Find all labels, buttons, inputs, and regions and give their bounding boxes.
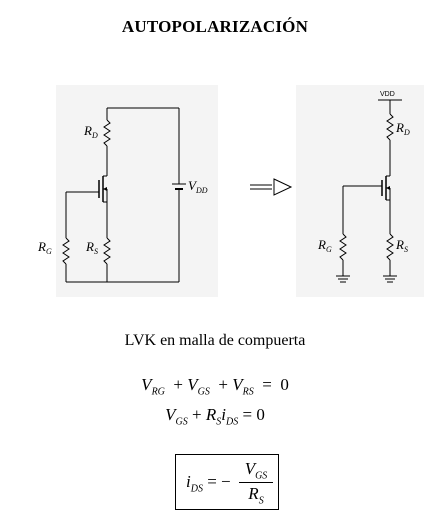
page-title: AUTOPOLARIZACIÓN	[121, 17, 309, 36]
equivalence-symbol	[250, 178, 293, 196]
right-circuit-panel	[296, 85, 424, 297]
left-rs-label: RS	[85, 239, 98, 256]
left-circuit-panel	[56, 85, 218, 297]
result-fraction: VGS RS	[239, 459, 273, 507]
left-rs-resistor	[103, 237, 111, 265]
right-rs-label: RS	[395, 237, 408, 254]
left-rd-resistor	[103, 119, 111, 147]
result-box: iDS = − VGS RS	[175, 454, 279, 510]
result-lhs: iDS = −	[186, 472, 231, 495]
section-heading: LVK en malla de compuerta	[124, 332, 306, 349]
left-vdd-label: VDD	[188, 178, 208, 195]
right-rd-resistor	[386, 113, 394, 141]
left-rd-label: RD	[83, 123, 98, 140]
right-circuit	[336, 99, 402, 283]
result-denominator: RS	[248, 484, 264, 507]
fraction-bar	[239, 482, 273, 484]
right-rd-label: RD	[395, 120, 410, 137]
right-vdd-label: VDD	[380, 91, 395, 98]
result-numerator: VGS	[244, 459, 268, 482]
left-circuit	[62, 107, 186, 283]
right-rg-resistor	[339, 233, 347, 261]
left-rg-label: RG	[37, 239, 52, 256]
equation-substituted: VGS + RSiDS = 0	[165, 405, 265, 428]
equation-kvl: VRG + VGS + VRS = 0	[141, 375, 289, 398]
right-rs-resistor	[386, 233, 394, 261]
circuit-diagrams: RD RG RS VDD VDD	[37, 85, 424, 297]
right-rg-label: RG	[317, 237, 332, 254]
left-rg-resistor	[62, 237, 70, 265]
